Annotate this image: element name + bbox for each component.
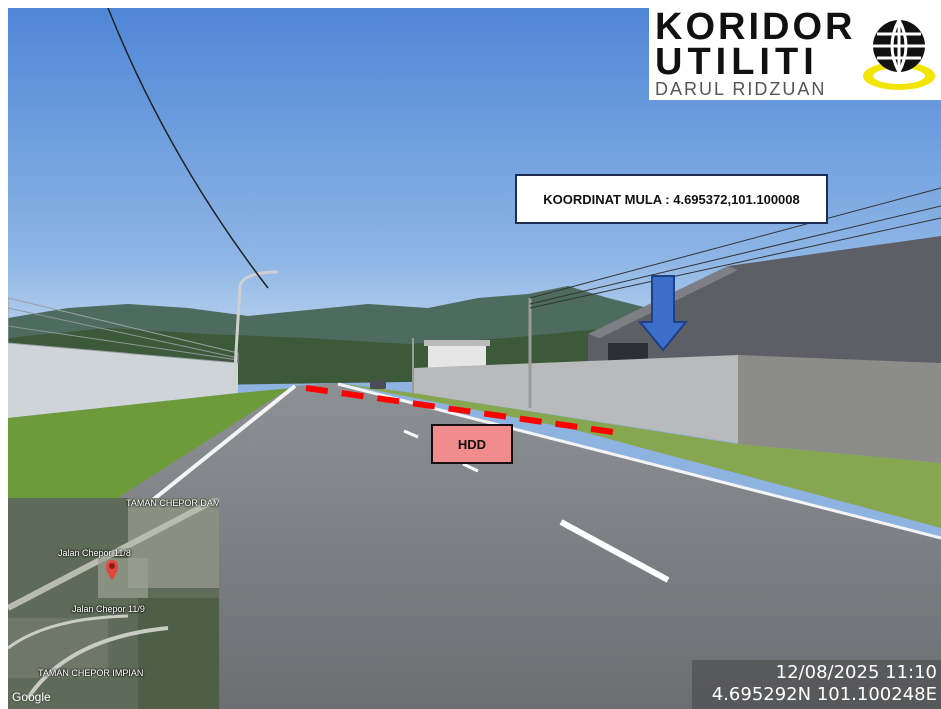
map-label-jalan-chepor-11-9: Jalan Chepor 11/9 [72, 604, 145, 614]
timestamp-overlay: 12/08/2025 11:10 4.695292N 101.100248E [692, 660, 941, 709]
map-pin-icon [106, 560, 118, 580]
logo-line3: DARUL RIDZUAN [655, 79, 827, 99]
street-photo: KORIDOR UTILITI DARUL RIDZUAN KOORDINAT … [8, 8, 941, 709]
hdd-label: HDD [431, 424, 513, 464]
minimap-satellite-image [8, 498, 219, 709]
koridor-utiliti-logo: KORIDOR UTILITI DARUL RIDZUAN [649, 8, 941, 100]
map-label-taman-chepor-impian: TAMAN CHEPOR IMPIAN [38, 668, 144, 678]
logo-line2: UTILITI [655, 41, 819, 83]
minimap: TAMAN CHEPOR DAMAI Jalan Chepor 11/8 Jal… [8, 498, 219, 709]
globe-icon [863, 19, 935, 90]
map-label-taman-chepor-damai: TAMAN CHEPOR DAMAI [126, 498, 219, 508]
down-arrow-icon [637, 275, 689, 352]
google-attribution: Google [12, 690, 51, 704]
koordinat-mula-label: KOORDINAT MULA : 4.695372,101.100008 [515, 174, 828, 224]
gps-coordinates-text: 4.695292N 101.100248E [711, 684, 937, 705]
datetime-text: 12/08/2025 11:10 [775, 662, 937, 683]
map-label-jalan-chepor-11-8: Jalan Chepor 11/8 [58, 548, 131, 558]
logo-line1: KORIDOR [655, 8, 856, 48]
hdd-route-line [305, 385, 621, 436]
